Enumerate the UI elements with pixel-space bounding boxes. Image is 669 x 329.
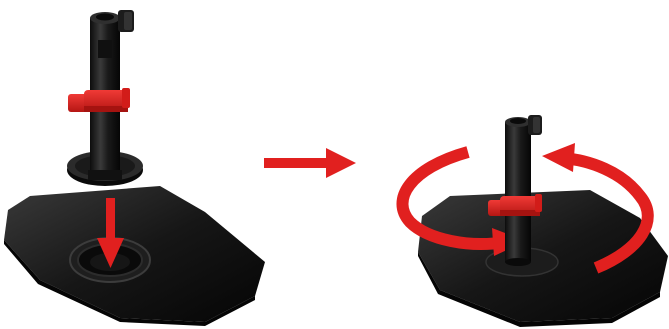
pole-left <box>67 10 143 186</box>
base-plate-right <box>418 190 668 327</box>
right-arrow-icon <box>264 148 356 178</box>
step-1-insert <box>4 10 265 326</box>
base-plate-left <box>4 186 265 326</box>
step-2-rotate <box>402 115 668 327</box>
red-clip-left <box>68 88 130 112</box>
